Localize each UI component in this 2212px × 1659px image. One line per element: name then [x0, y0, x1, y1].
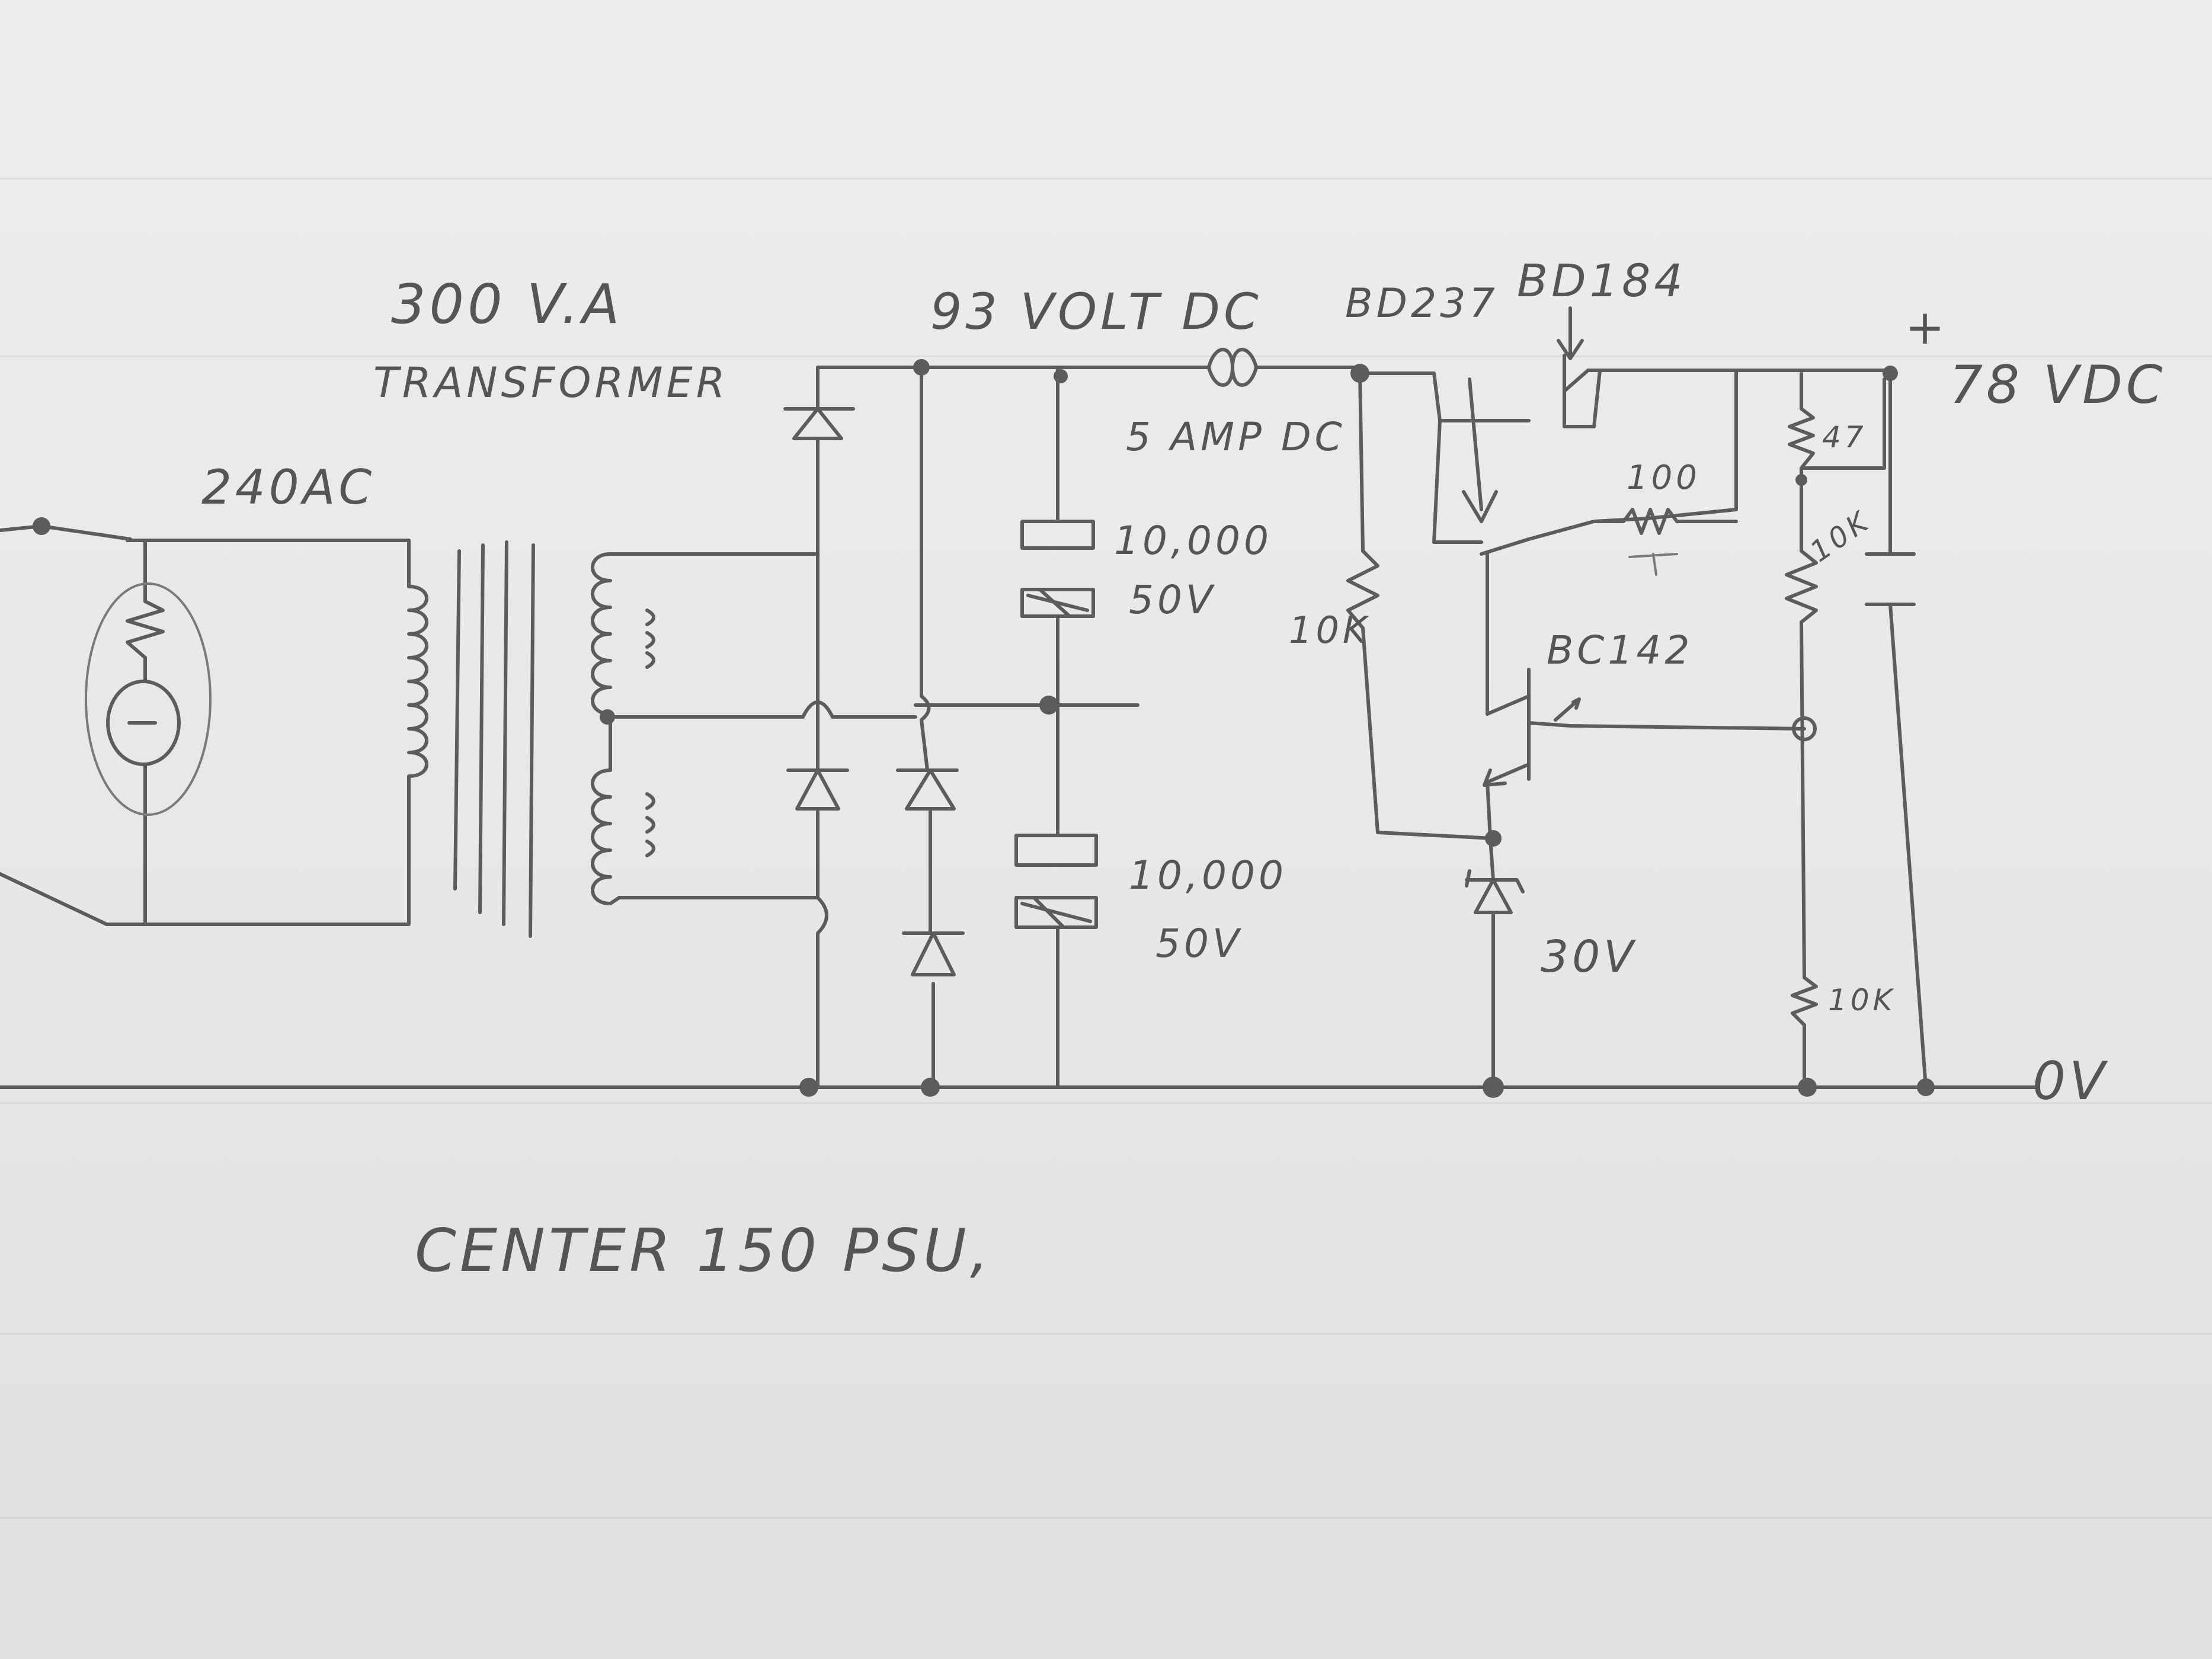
label-output-voltage: 78 VDC [1949, 354, 2166, 415]
transistor-bd184 [1480, 354, 1738, 556]
label-transistor-bc142: BC142 [1547, 627, 1693, 673]
label-cap1-voltage: 50V [1129, 577, 1216, 623]
transformer-core [453, 540, 535, 938]
lamp-bulb [106, 680, 181, 766]
label-resistor-47: 47 [1822, 420, 1867, 454]
ground-node [799, 1078, 818, 1097]
center-tap-wire [606, 700, 917, 719]
neon-lamp-glass [85, 582, 212, 816]
resistor-100-mark [1628, 553, 1678, 576]
transistor-bc142 [1483, 668, 1531, 787]
label-dc-voltage: 93 VOLT DC [930, 283, 1262, 341]
bc142-arrow [1554, 697, 1581, 722]
feedback-node [1792, 716, 1817, 741]
label-fuse: 5 AMP DC [1126, 414, 1346, 460]
label-transistor-bd184: BD184 [1517, 254, 1686, 307]
label-ground: 0V [2032, 1051, 2108, 1112]
ground-node [1483, 1077, 1504, 1098]
cap-upper-plate-1 [1020, 520, 1095, 550]
diode-upper-right [896, 768, 959, 811]
resistor-10k-bottom [1791, 976, 1818, 1027]
emitter-node [1485, 830, 1502, 847]
ruled-line [0, 356, 2212, 357]
ground-node [1917, 1078, 1935, 1096]
label-cap2-value: 10,000 [1129, 853, 1287, 898]
label-resistor-100: 100 [1627, 459, 1701, 497]
output-capacitor [1865, 369, 1928, 1089]
diode-upper-left [783, 407, 855, 470]
primary-bottom-wire [0, 840, 411, 926]
lamp-resistor [126, 600, 165, 659]
fuse-symbol [1207, 348, 1258, 387]
bd184-arrow [1557, 306, 1584, 360]
diode-lower-right [902, 931, 965, 976]
resistor-10k-top [1785, 549, 1818, 624]
diode-lower-left [786, 768, 849, 811]
primary-top-wire [126, 539, 411, 588]
rail-node [913, 359, 930, 376]
label-zener: 30V [1541, 931, 1637, 982]
mains-wire [0, 524, 43, 532]
label-cap2-voltage: 50V [1155, 921, 1243, 966]
output-positive-node [1883, 366, 1898, 381]
ruled-line [0, 1102, 2212, 1104]
resistor-47 [1788, 377, 1886, 470]
ruled-line [0, 1517, 2212, 1519]
label-cap1-value: 10,000 [1114, 518, 1272, 563]
label-ac-in: 240AC [201, 460, 375, 515]
ground-node [1798, 1078, 1817, 1097]
secondary-coil-lower [591, 715, 621, 905]
base-resistor-wire [1358, 371, 1495, 840]
label-transformer: TRANSFORMER [373, 358, 728, 407]
caption: CENTER 150 PSU, [415, 1216, 993, 1285]
rail-node [1054, 369, 1068, 383]
label-resistor-10k-bottom: 10K [1828, 983, 1896, 1017]
cap-lower-plate-2 [1014, 896, 1098, 929]
transistor-bd237 [1432, 371, 1531, 544]
diode-column-right [920, 366, 935, 1089]
ruled-line [0, 178, 2212, 180]
mains-switch [40, 524, 132, 541]
ground-node [921, 1078, 940, 1097]
base-resistor [1346, 549, 1379, 630]
winding-marks [645, 608, 655, 857]
label-transistor-bd237: BD237 [1345, 280, 1499, 327]
label-resistor-10k-base: 10K [1289, 608, 1371, 652]
feedback-wire [1527, 721, 1806, 731]
secondary-coil-upper [591, 552, 621, 719]
diode-column-left [816, 366, 828, 1089]
zener-30v [1465, 869, 1525, 1089]
label-plus: + [1905, 300, 1948, 355]
cap-upper-plate-2 [1020, 588, 1095, 618]
divider-node [1795, 474, 1807, 486]
cap-lower-plate-1 [1014, 834, 1098, 867]
resistor-100 [1592, 508, 1738, 535]
primary-coil [407, 585, 428, 843]
divider-wire [1800, 371, 1806, 1089]
label-resistor-10k-top: 10K [1804, 504, 1877, 569]
ruled-line [0, 1333, 2212, 1335]
label-va: 300 V.A [391, 273, 623, 336]
